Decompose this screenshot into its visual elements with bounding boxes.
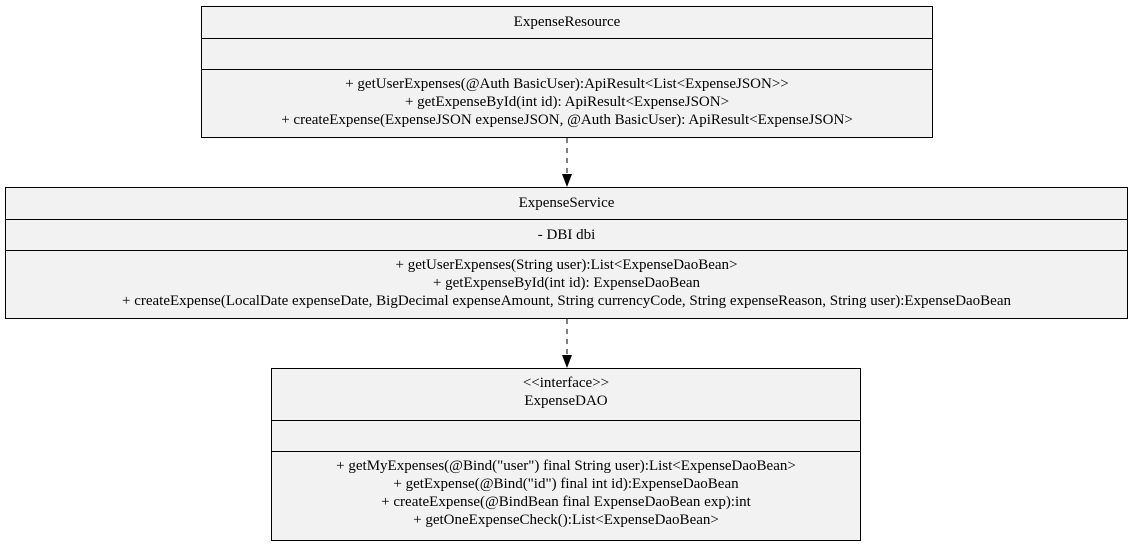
class-name-section: ExpenseResource [202, 7, 932, 38]
attributes-section [202, 38, 932, 69]
method: + getUserExpenses(@Auth BasicUser):ApiRe… [345, 76, 789, 92]
class-expense-resource: ExpenseResource + getUserExpenses(@Auth … [201, 6, 933, 138]
class-name: ExpenseResource [513, 14, 621, 30]
class-stereotype: <<interface>> [522, 375, 610, 391]
method: + getExpenseById(int id): ApiResult<Expe… [404, 94, 730, 110]
edge-resource-to-service [562, 138, 572, 187]
edge-service-to-dao [562, 319, 572, 368]
class-name-section: <<interface>> ExpenseDAO [272, 369, 860, 420]
method: + getUserExpenses(String user):List<Expe… [395, 257, 738, 273]
method: + getMyExpenses(@Bind("user") final Stri… [336, 458, 796, 474]
method: + createExpense(ExpenseJSON expenseJSON,… [281, 112, 853, 128]
attribute: - DBI dbi [537, 227, 596, 243]
arrowhead-icon [562, 355, 572, 368]
attributes-section [272, 420, 860, 451]
methods-section: + getUserExpenses(@Auth BasicUser):ApiRe… [202, 69, 932, 137]
method: + createExpense(LocalDate expenseDate, B… [122, 293, 1011, 309]
methods-section: + getUserExpenses(String user):List<Expe… [6, 250, 1127, 318]
class-expense-service: ExpenseService - DBI dbi + getUserExpens… [5, 187, 1128, 319]
method: + getExpenseById(int id): ExpenseDaoBean [432, 275, 701, 291]
class-expense-dao: <<interface>> ExpenseDAO + getMyExpenses… [271, 368, 861, 541]
arrowhead-icon [562, 174, 572, 187]
class-name-section: ExpenseService [6, 188, 1127, 219]
class-name: ExpenseDAO [524, 393, 608, 409]
methods-section: + getMyExpenses(@Bind("user") final Stri… [272, 451, 860, 540]
method: + getOneExpenseCheck():List<ExpenseDaoBe… [413, 512, 719, 528]
attributes-section: - DBI dbi [6, 219, 1127, 250]
class-name: ExpenseService [518, 195, 615, 211]
method: + createExpense(@BindBean final ExpenseD… [381, 494, 751, 510]
method: + getExpense(@Bind("id") final int id):E… [393, 476, 739, 492]
